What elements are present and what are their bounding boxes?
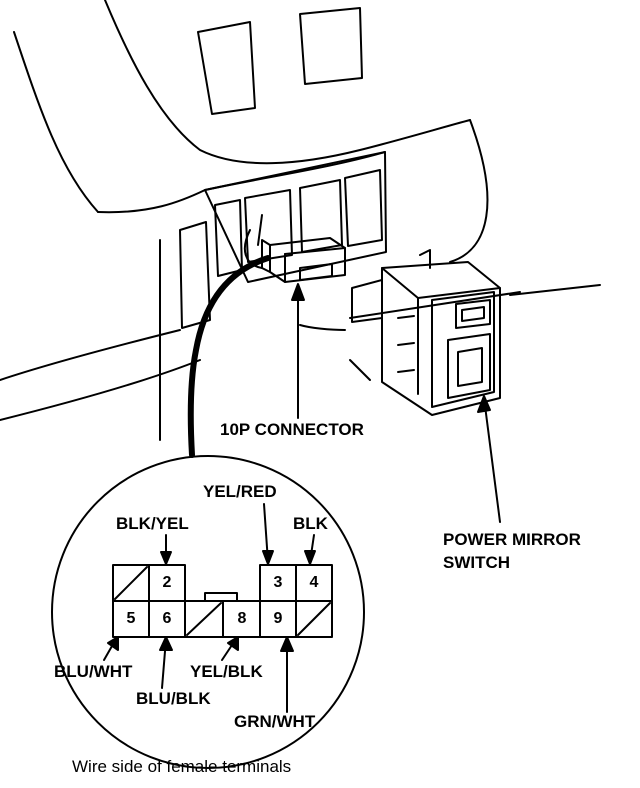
callout-circle — [51, 455, 365, 769]
terminal-pin-3: 3 — [273, 574, 283, 591]
switch-label-line1: POWER MIRROR — [443, 530, 581, 549]
connector-label: 10P CONNECTOR — [220, 420, 364, 439]
wire-label-blu-blk: BLU/BLK — [136, 689, 211, 708]
terminal-pin-5: 5 — [126, 610, 136, 627]
power-mirror-switch — [351, 249, 501, 416]
terminal-pin-6: 6 — [162, 610, 172, 627]
wire-label-blk-yel: BLK/YEL — [116, 514, 189, 533]
wire-label-grn-wht: GRN/WHT — [234, 712, 316, 731]
terminal-pin-2: 2 — [162, 574, 172, 591]
terminal-pin-4: 4 — [309, 574, 319, 591]
leader-arrows — [291, 283, 501, 523]
wire-harness — [187, 255, 271, 458]
wire-label-yel-blk: YEL/BLK — [190, 662, 263, 681]
wire-label-yel-red: YEL/RED — [203, 482, 277, 501]
terminal-pin-9: 9 — [273, 610, 283, 627]
terminal-grid — [112, 564, 333, 638]
wire-label-blu-wht: BLU/WHT — [54, 662, 133, 681]
terminal-pin-8: 8 — [237, 610, 247, 627]
diagram-caption: Wire side of female terminals — [72, 757, 292, 776]
switch-label-line2: SWITCH — [443, 553, 511, 572]
connector-plug — [261, 237, 346, 283]
wire-label-blk: BLK — [293, 514, 328, 533]
wire-label-arrows — [103, 503, 316, 713]
